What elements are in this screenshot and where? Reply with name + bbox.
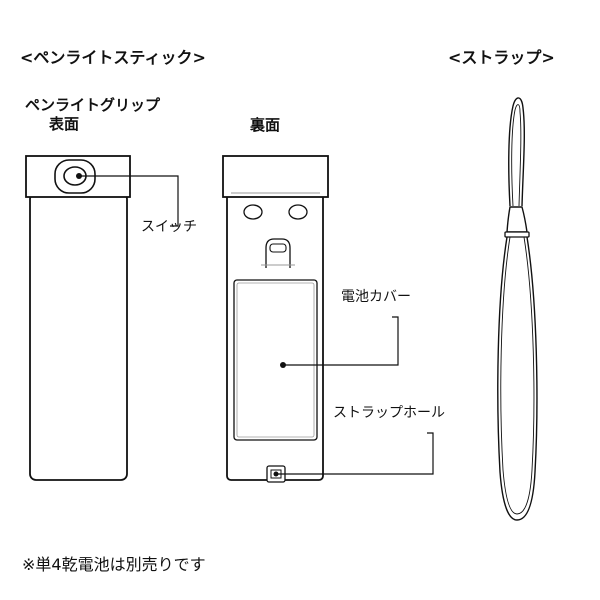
strap-lower-loop [497,236,538,521]
strap-lower-loop-inner [500,236,535,515]
strap-connector [506,206,528,233]
strap-upper-loop [508,97,525,207]
battery-cover-tab [265,238,291,268]
heading-strap: <ストラップ> [448,48,555,67]
back-view [222,155,434,483]
view-label-grip-front-line1: ペンライトグリップ [25,96,161,114]
strap-upper-loop-inner [511,104,522,207]
footnote-batteries-sold-separately: ※単4乾電池は別売りです [22,555,206,574]
strap-clasp [504,231,530,238]
strap-drawing [497,97,538,521]
callout-switch: スイッチ [141,219,197,235]
callout-strap-hole: ストラップホール [333,405,445,421]
view-label-grip-front-line2: 表面 [49,115,80,133]
battery-cover-inner [236,282,315,438]
battery-cover-tab-notch [269,243,287,253]
back-cap [222,155,329,198]
battery-cover-leader-line [283,316,399,366]
front-view [25,155,179,481]
view-label-back: 裏面 [250,116,281,134]
heading-penlight-stick: <ペンライトスティック> [20,48,206,67]
back-hole-left-icon [243,204,263,220]
callout-battery-cover: 電池カバー [341,289,411,305]
strap-hole-leader-line [276,432,434,475]
front-body [29,192,128,481]
battery-cover [233,279,318,441]
switch-leader-line [79,175,179,227]
back-hole-right-icon [288,204,308,220]
